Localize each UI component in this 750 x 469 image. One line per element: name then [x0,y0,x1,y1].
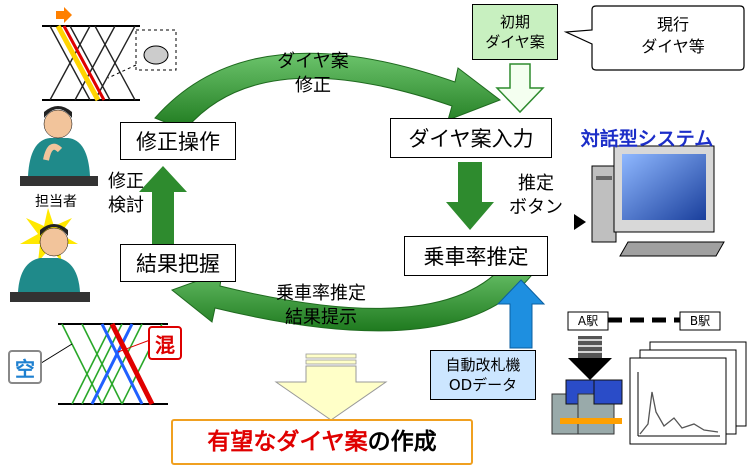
result-arrow [274,353,388,421]
kekka-teiji-l1: 乗車率推定 [276,283,366,304]
daiya-syusei-l2: 修正 [295,75,331,96]
box-kekka-haaku: 結果把握 [120,244,236,282]
box-daiya-nyuryoku: ダイヤ案入力 [390,118,552,158]
suitei-button-l1: 推定 [518,173,554,194]
arrow-down-dotted-icon [568,336,612,380]
label-kekka-teiji: 乗車率推定 結果提示 [256,282,386,330]
label-suitei-button: 推定 ボタン [500,172,572,220]
cycle-arrow-bottom [170,263,541,332]
arrow-up-od-data [496,279,546,349]
result-part-b: ダイヤ案 [276,429,368,455]
label-kon: 混 [148,326,182,360]
result-box-border [171,419,473,465]
callout-bubble [563,5,745,71]
timetable-diagram-bottom-icon [37,322,168,406]
arrow-down-nyuryoku-to-suitei [446,162,494,230]
box-jousha-suitei: 乗車率推定 [404,236,548,276]
staff-person-insight-icon [10,208,90,302]
od-chart-stack-icon [629,341,747,445]
callout-l2: ダイヤ等 [641,37,705,56]
syusei-kento-l2: 検討 [108,195,144,216]
callout-l1: 現行 [656,15,689,34]
ticket-gate-icon [551,379,623,435]
label-tantousha: 担当者 [35,194,77,210]
label-syusei-kento: 修正 検討 [100,170,152,218]
cycle-arrow-top [154,52,502,131]
initial-l2: ダイヤ案 [485,33,545,51]
staff-person-icon [20,106,98,186]
result-part-a: 有望な [207,429,277,455]
syusei-kento-l1: 修正 [108,171,144,192]
box-initial-timetable: 初期 ダイヤ案 [472,4,558,60]
callout-text: 現行 ダイヤ等 [606,14,740,58]
timetable-diagram-top-icon [42,7,177,102]
od-l1: 自動改札機 [445,356,521,374]
suitei-button-l2: ボタン [509,197,563,218]
box-syusei-sousa: 修正操作 [120,122,236,160]
label-b-station: B駅 [689,314,711,328]
initial-l1: 初期 [499,13,530,31]
computer-icon [574,145,725,257]
box-od-data: 自動改札機 ODデータ [430,350,536,400]
station-line-icon [567,311,721,331]
arrow-up-kekka-to-syusei [139,166,187,244]
label-kara: 空 [8,350,42,384]
label-daiya-syusei: ダイヤ案 修正 [268,50,358,98]
kekka-teiji-l2: 結果提示 [285,307,357,328]
result-text: 有望なダイヤ案の作成 [172,426,472,458]
daiya-syusei-l1: ダイヤ案 [277,51,349,72]
label-system: 対話型システム [580,128,714,150]
result-part-c: の作成 [367,429,437,455]
arrow-down-initial-input [495,63,545,114]
od-l2: ODデータ [448,376,518,394]
label-a-station: A駅 [577,314,599,328]
